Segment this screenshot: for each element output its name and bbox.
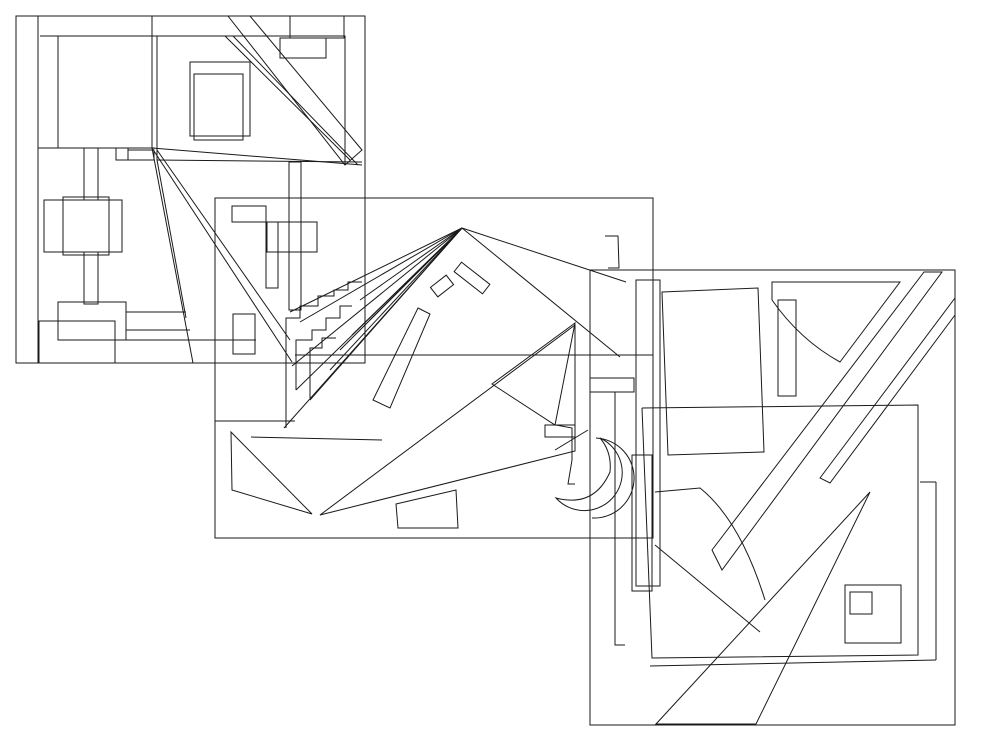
panel-top-left-horizontal xyxy=(151,147,363,166)
panel-top-left-ray xyxy=(156,159,187,319)
panel-center-triangle-left xyxy=(230,430,313,515)
panel-top-left-pillar xyxy=(288,161,302,311)
panel-right-tall-column xyxy=(631,454,653,592)
panel-top-left-corner-tab xyxy=(289,15,345,39)
panel-center-small-rect xyxy=(231,205,267,223)
panel-right-tall-column xyxy=(635,279,661,587)
panel-right-big-rect xyxy=(661,287,765,456)
panel-center-small-rect xyxy=(232,313,256,355)
panel-center-ray xyxy=(289,227,463,313)
panel-center-long-wedge xyxy=(319,324,576,516)
panel-right-diagonal-band xyxy=(819,296,956,484)
panel-top-left-corner-tab xyxy=(279,37,327,59)
panel-top-left-box xyxy=(43,199,123,253)
panel-center-crescent-moon xyxy=(554,437,623,512)
panel-right-outline xyxy=(641,404,919,659)
panel-center-ray xyxy=(329,227,463,371)
panel-top-left-small-square xyxy=(189,61,251,137)
panel-right-curve xyxy=(654,544,761,633)
panel-center-stair xyxy=(295,305,352,390)
panel-top-left-column xyxy=(83,147,99,201)
panel-center-small-tile xyxy=(453,261,491,295)
panel-right-left-edge xyxy=(614,392,625,646)
panel-top-left-diagonal-line xyxy=(224,35,351,161)
panel-center-crescent-frame xyxy=(544,424,576,438)
panel-top-left-base-box xyxy=(38,320,116,364)
panel-center-connector xyxy=(554,429,589,451)
panel-center-ray xyxy=(461,227,627,283)
panel-right-slim-bar xyxy=(777,299,797,397)
panel-center-trapezoid xyxy=(395,489,459,529)
panel-top-left-ray xyxy=(151,147,194,364)
panel-center-small-rect xyxy=(266,221,318,253)
panel-right-small-square xyxy=(844,584,902,644)
panel-right-small-square xyxy=(849,591,873,615)
panel-center-ray xyxy=(461,227,621,358)
panel-right xyxy=(589,269,956,726)
panel-top-left-step xyxy=(115,147,129,161)
panel-top-left-small-square xyxy=(193,73,244,141)
panel-center-stair xyxy=(285,281,362,428)
panel-center-circle-arc xyxy=(591,437,635,519)
panel-center xyxy=(214,197,654,539)
panel-right-small-box xyxy=(589,377,635,393)
panel-top-left-horizontal xyxy=(156,159,363,163)
panel-top-left-frame xyxy=(15,15,366,364)
panel-center-small-rect xyxy=(265,221,279,289)
panel-right-frame xyxy=(589,269,956,726)
panel-center-ray xyxy=(359,227,463,301)
panel-center-short-line xyxy=(250,436,383,441)
panel-top-left xyxy=(15,15,366,364)
panel-top-left-diagonal-band xyxy=(226,15,363,166)
panel-top-left-box xyxy=(62,196,110,256)
panel-center-ray xyxy=(369,227,463,321)
panel-center-small-tile xyxy=(429,274,455,298)
panel-center-ray xyxy=(309,227,463,401)
panel-top-left-step xyxy=(127,149,155,161)
panel-center-ray xyxy=(291,227,463,367)
panel-right-diagonal-band xyxy=(711,271,943,571)
panel-center-frame xyxy=(214,197,654,539)
panel-top-left-ray xyxy=(151,147,293,363)
panel-center-tilted-bar xyxy=(372,307,431,409)
panel-top-left-inner-block xyxy=(40,35,346,165)
panel-top-left-diagonal-line xyxy=(232,35,359,166)
panel-top-left-ray xyxy=(156,149,291,341)
panel-center-stair xyxy=(309,337,336,398)
panel-right-curve xyxy=(654,487,766,601)
panel-center-ray xyxy=(299,227,463,323)
panel-right-arc-shape xyxy=(771,281,901,363)
panel-center-tilted-block xyxy=(491,321,576,426)
panel-center-bracket xyxy=(605,235,620,269)
panel-right-outline xyxy=(649,659,937,667)
panel-right-long-spike xyxy=(654,491,871,725)
panel-center-hook xyxy=(555,424,575,485)
panel-top-left-column xyxy=(83,251,99,305)
